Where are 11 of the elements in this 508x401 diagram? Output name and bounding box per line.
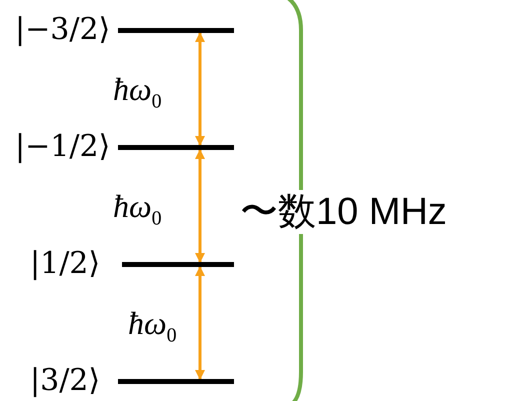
state-label: |−1/2⟩: [15, 130, 110, 164]
edge-label: ħω$_{0}$: [113, 71, 162, 114]
frequency-label: 〜数10 MHz: [240, 190, 447, 234]
double-arrow: [195, 266, 205, 380]
double-arrow: [195, 32, 205, 146]
edge-label: ħω$_{0}$: [113, 188, 162, 232]
state-label: |1/2⟩: [30, 247, 100, 281]
double-arrow: [195, 149, 205, 263]
edge-label: ħω$_{0}$: [128, 305, 177, 348]
state-label: |3/2⟩: [30, 364, 100, 398]
state-label: |−3/2⟩: [15, 13, 110, 47]
